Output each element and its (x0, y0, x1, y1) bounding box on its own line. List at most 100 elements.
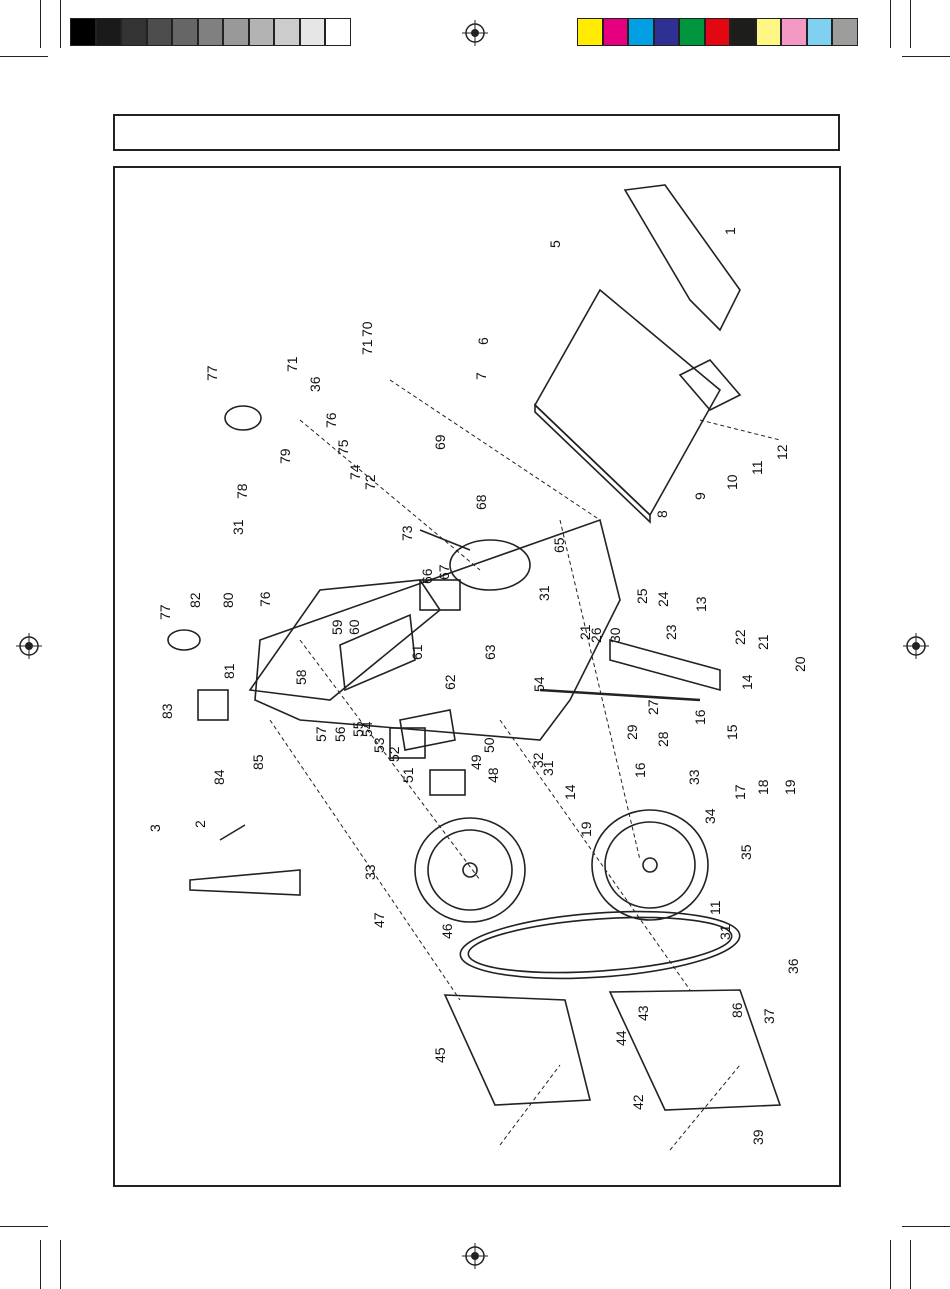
callout-label: 13 (693, 596, 709, 612)
callout-label: 27 (645, 699, 661, 715)
callout-label: 56 (332, 726, 348, 742)
callout-label: 73 (399, 525, 415, 541)
callout-label: 29 (624, 724, 640, 740)
callout-label: 22 (732, 629, 748, 645)
callout-label: 1 (722, 227, 738, 235)
callout-label: 85 (250, 754, 266, 770)
callout-label: 82 (187, 592, 203, 608)
callout-label: 31 (717, 924, 733, 940)
callout-label: 75 (335, 439, 351, 455)
callout-label: 77 (157, 604, 173, 620)
lower-wheel-inner (605, 822, 695, 908)
callout-label: 19 (782, 779, 798, 795)
callout-label: 78 (234, 483, 250, 499)
callout-label: 52 (386, 746, 402, 762)
callout-label: 14 (739, 674, 755, 690)
saw-table-edge (535, 405, 650, 522)
callout-label: 36 (785, 958, 801, 974)
callout-label: 71 (284, 356, 300, 372)
callout-label: 65 (551, 537, 567, 553)
callout-label: 79 (277, 448, 293, 464)
upper-door (445, 995, 590, 1105)
callout-label: 77 (204, 365, 220, 381)
callout-label: 81 (221, 663, 237, 679)
blade-tensioner-knob (225, 406, 261, 430)
callout-label: 48 (485, 767, 501, 783)
callout-label: 37 (761, 1008, 777, 1024)
callout-label: 3 (147, 824, 163, 832)
callout-label: 5 (547, 240, 563, 248)
callout-label: 11 (707, 900, 723, 915)
rip-fence (625, 185, 740, 330)
callout-label: 61 (409, 644, 425, 660)
callout-label: 59 (329, 619, 345, 635)
callout-label: 9 (692, 492, 708, 500)
callout-label: 21 (755, 634, 771, 650)
callout-label: 19 (578, 821, 594, 837)
callout-label: 17 (732, 784, 748, 800)
callout-label: 58 (293, 669, 309, 685)
callout-label: 26 (588, 627, 604, 643)
callout-label: 31 (540, 760, 556, 776)
hex-wrench (190, 870, 300, 895)
callout-label: 70 (359, 321, 375, 337)
callout-label: 53 (371, 737, 387, 753)
callout-label: 15 (724, 724, 740, 740)
callout-label: 51 (400, 767, 416, 783)
callout-label: 44 (613, 1030, 629, 1046)
callout-label: 71 (359, 339, 375, 355)
upper-wheel-hub (463, 863, 477, 877)
callout-label: 68 (473, 494, 489, 510)
callout-label: 24 (655, 591, 671, 607)
callout-label: 84 (211, 769, 227, 785)
callout-label: 83 (159, 703, 175, 719)
callout-label: 34 (702, 808, 718, 824)
cover-plate (198, 690, 228, 720)
lower-wheel-hub (643, 858, 657, 872)
lower-wheel (592, 810, 708, 920)
callout-label: 80 (220, 592, 236, 608)
trunnion-bracket (680, 360, 740, 410)
callout-label: 86 (729, 1002, 745, 1018)
callout-label: 49 (468, 754, 484, 770)
callout-label: 45 (432, 1047, 448, 1063)
callout-label: 42 (630, 1094, 646, 1110)
callout-label: 63 (482, 644, 498, 660)
callout-label: 11 (749, 460, 765, 475)
upper-frame (250, 580, 440, 700)
callout-label: 8 (654, 510, 670, 518)
callout-label: 47 (371, 912, 387, 928)
callout-label: 60 (346, 619, 362, 635)
callout-label: 50 (481, 737, 497, 753)
callout-label: 31 (230, 519, 246, 535)
callout-label: 12 (774, 444, 790, 460)
callout-label: 74 (347, 464, 363, 480)
callout-label: 72 (362, 474, 378, 490)
callout-label: 20 (792, 656, 808, 672)
callout-label: 31 (536, 585, 552, 601)
callout-label: 66 (419, 568, 435, 584)
saw-blade (458, 903, 742, 986)
callout-label: 39 (750, 1129, 766, 1145)
callout-label: 14 (562, 784, 578, 800)
callout-label: 54 (531, 676, 547, 692)
upper-wheel (415, 818, 525, 922)
saw-table (535, 290, 720, 515)
callout-label: 76 (257, 591, 273, 607)
callout-label: 25 (634, 588, 650, 604)
callout-label: 43 (635, 1005, 651, 1021)
tension-knob (168, 630, 200, 650)
callout-label: 10 (724, 474, 740, 490)
callout-label: 33 (362, 864, 378, 880)
callout-label: 7 (473, 372, 489, 380)
upper-wheel-inner (428, 830, 512, 910)
callout-label: 62 (442, 674, 458, 690)
callout-label: 76 (323, 412, 339, 428)
callout-label: 57 (313, 726, 329, 742)
callout-label: 55 (350, 721, 366, 737)
switch-box (430, 770, 465, 795)
callout-label: 16 (632, 762, 648, 778)
callout-label: 16 (692, 709, 708, 725)
callout-label: 23 (663, 624, 679, 640)
